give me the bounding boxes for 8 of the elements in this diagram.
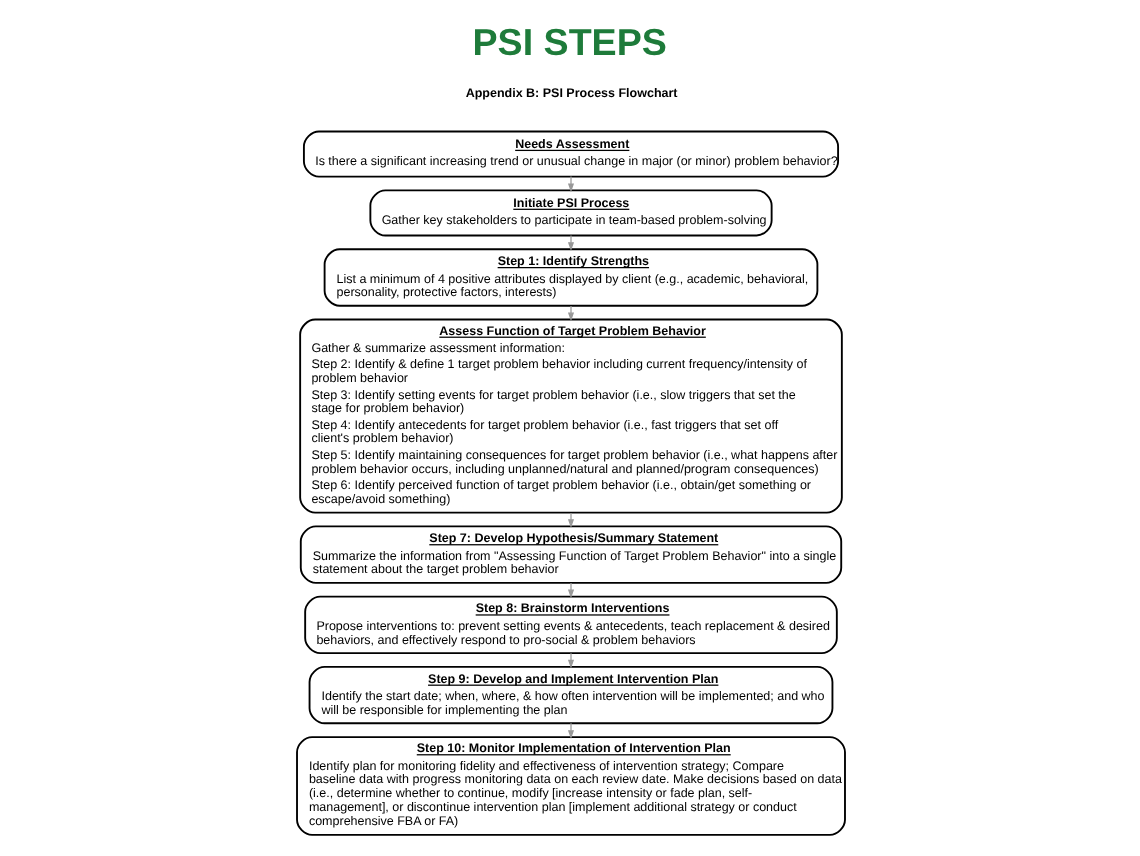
arrow xyxy=(566,512,574,528)
diagram-title: PSI STEPS xyxy=(471,20,666,63)
arrow xyxy=(566,305,574,322)
arrow xyxy=(566,582,574,599)
arrow xyxy=(566,175,574,193)
arrow xyxy=(566,234,574,251)
arrow xyxy=(566,722,574,739)
arrow xyxy=(566,652,574,669)
